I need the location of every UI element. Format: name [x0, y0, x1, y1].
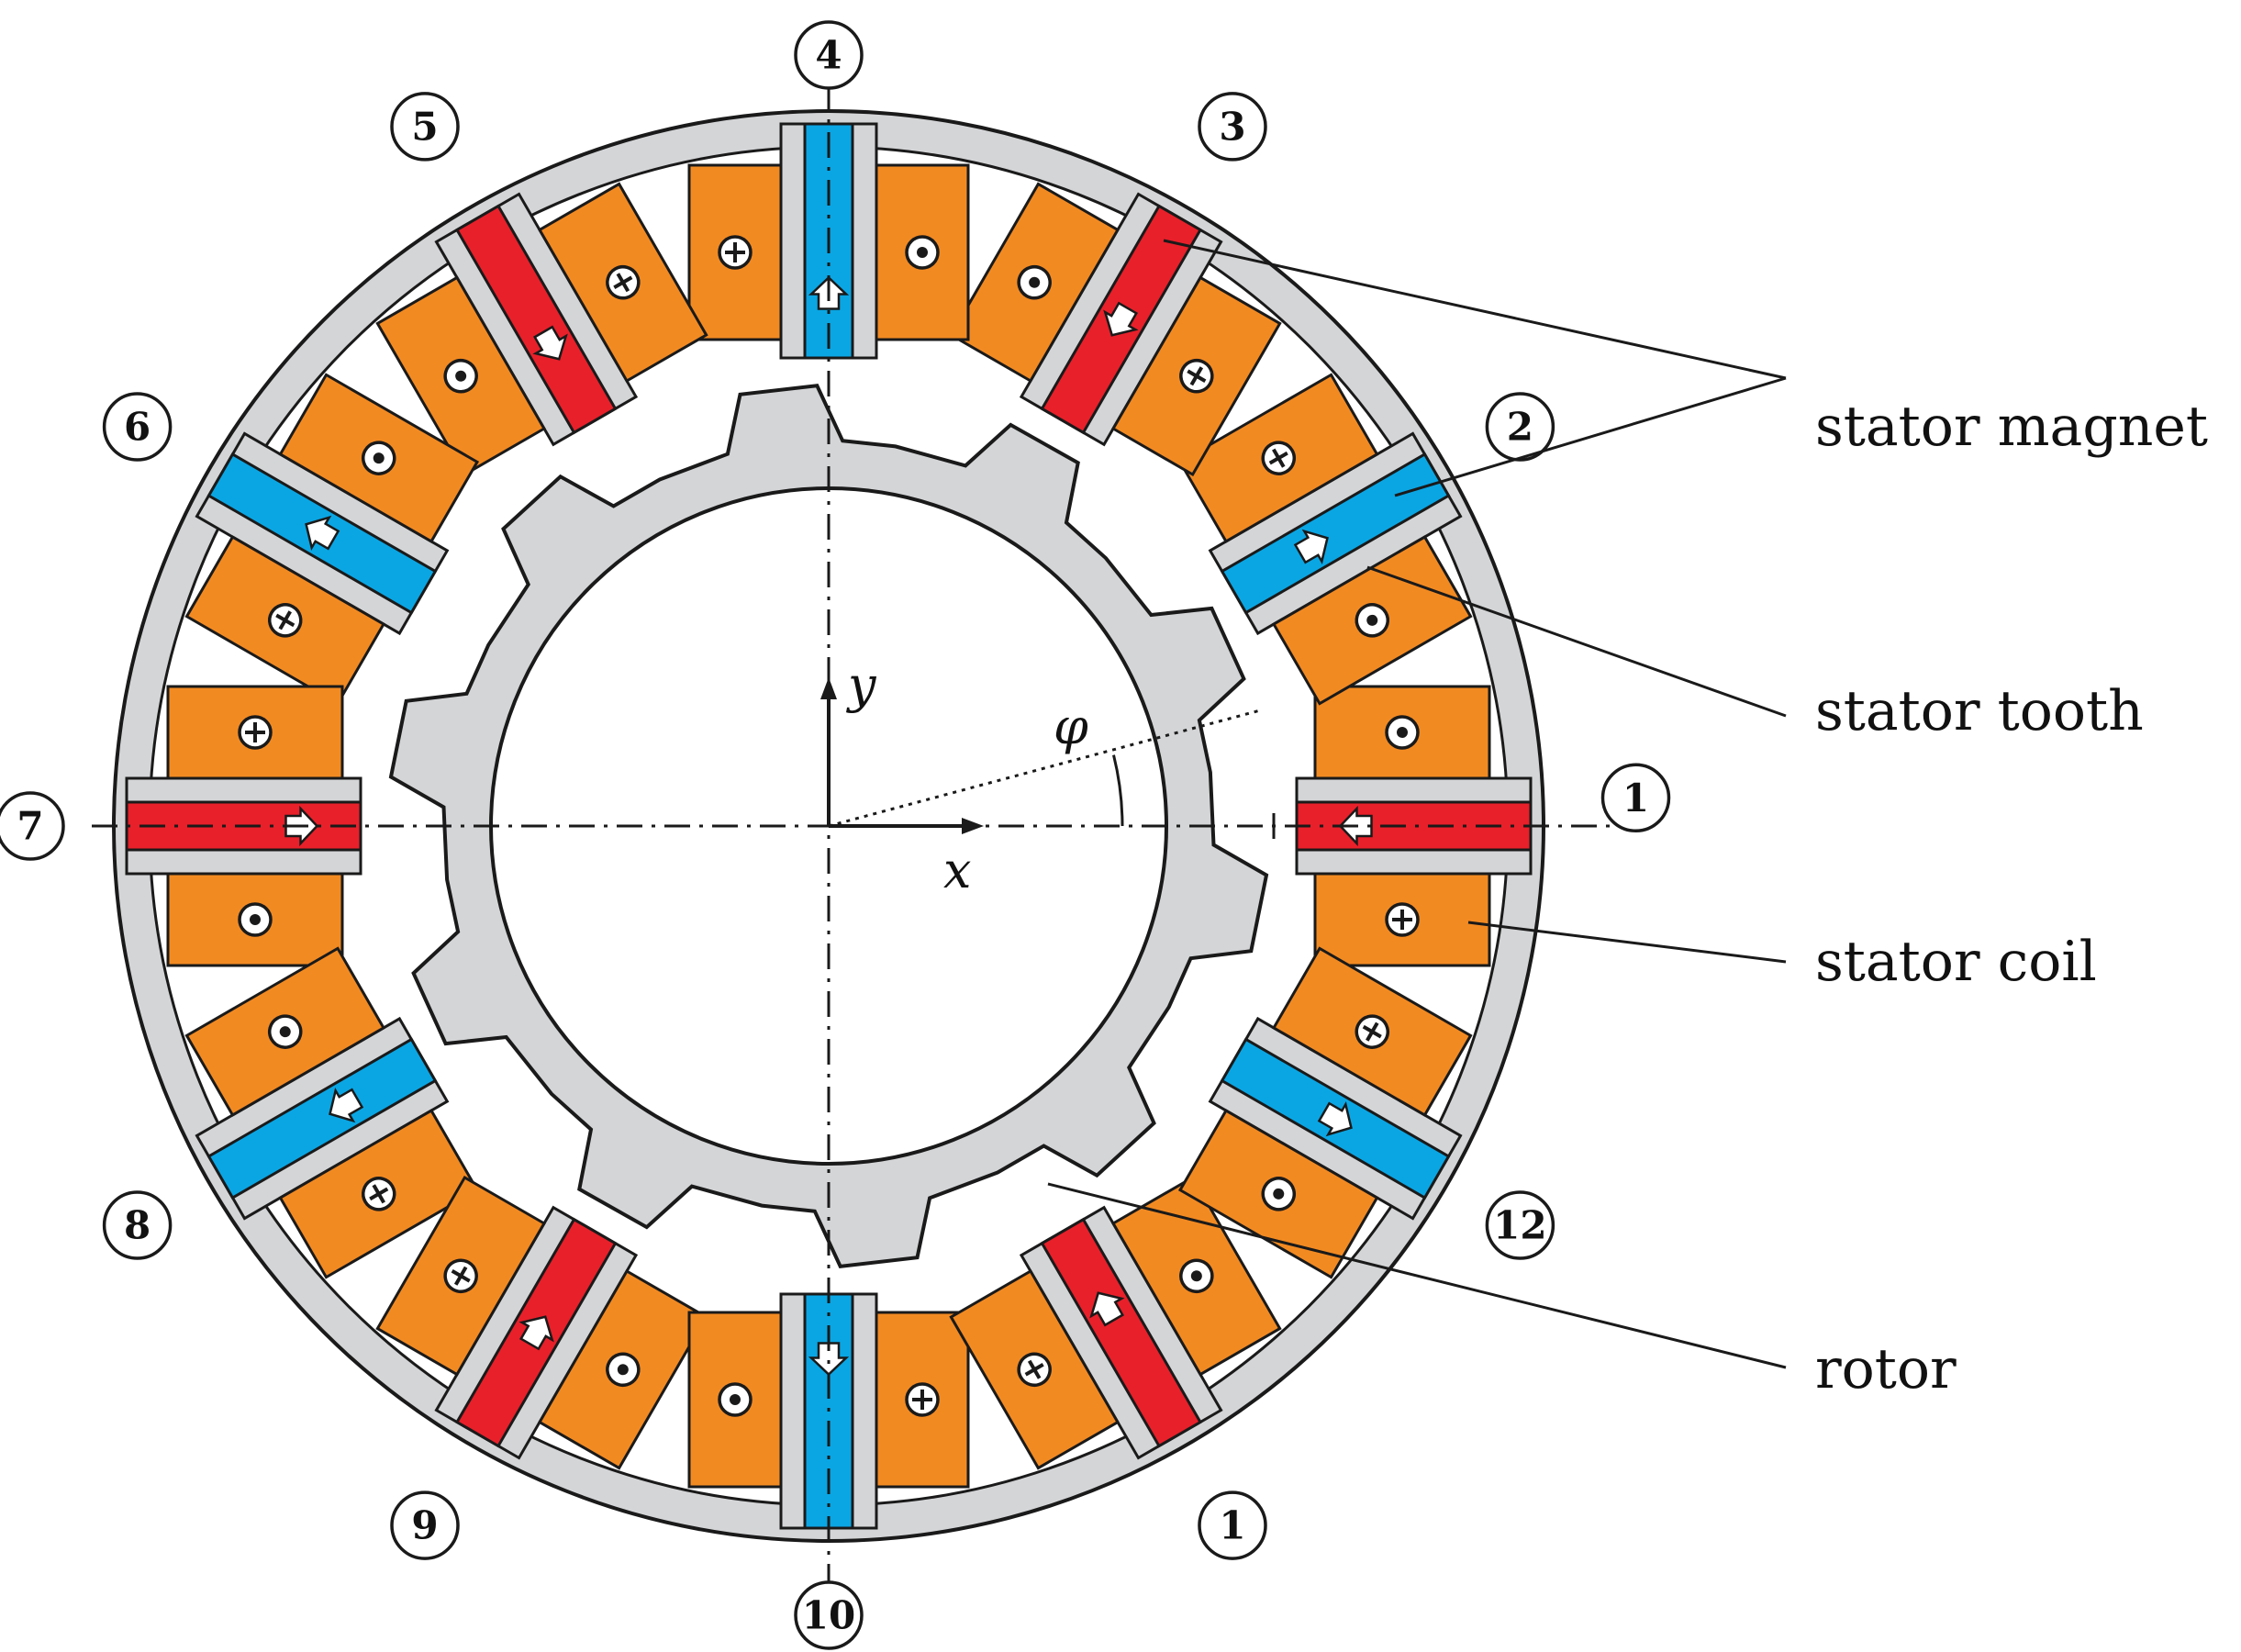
leader-stator-coil — [1467, 921, 1787, 964]
position-number-text: 4 — [815, 33, 842, 78]
angle-arc — [1112, 754, 1124, 827]
rotor-angle-line — [828, 708, 1264, 828]
dot-symbol — [443, 358, 478, 394]
magnetization-arrow — [518, 1315, 554, 1351]
stator-module — [375, 182, 708, 477]
dot-symbol — [1355, 603, 1390, 638]
label-rotor: rotor — [1815, 1337, 1957, 1401]
stator-module — [949, 182, 1282, 477]
position-number-text: 9 — [411, 1503, 438, 1548]
magnetization-arrow — [532, 325, 568, 361]
label-stator-tooth: stator tooth — [1815, 679, 2144, 743]
magnetization-arrow — [1293, 529, 1329, 565]
y-arrowhead — [820, 677, 837, 699]
position-number: 1 — [1198, 1490, 1267, 1560]
cross-symbol — [361, 1177, 396, 1211]
magnetization-arrow — [305, 515, 340, 552]
x-axis-label: x — [943, 842, 971, 899]
position-number-text: 10 — [802, 1593, 855, 1638]
position-number: 9 — [390, 1490, 460, 1560]
stator-magnet — [206, 1037, 438, 1200]
dot-symbol — [905, 235, 940, 270]
leader-stator-magnet-b — [1394, 376, 1787, 497]
stator-module — [125, 685, 362, 967]
position-number-text: 8 — [124, 1203, 151, 1248]
position-number: 7 — [0, 791, 65, 861]
label-stator-magnet: stator magnet — [1815, 395, 2208, 459]
position-number: 1 — [1600, 763, 1671, 833]
magnetization-arrow — [1317, 1100, 1353, 1137]
label-stator-coil: stator coil — [1815, 930, 2097, 994]
position-number: 8 — [102, 1190, 173, 1260]
stator-magnet — [1220, 452, 1451, 615]
position-number-text: 1 — [1219, 1503, 1245, 1548]
stator-module — [375, 1175, 708, 1470]
position-number: 10 — [794, 1580, 864, 1650]
magnetization-arrow — [1103, 301, 1139, 337]
dot-symbol — [1261, 1177, 1297, 1211]
position-number-text: 7 — [17, 804, 43, 849]
stator-magnet — [1040, 1217, 1203, 1448]
position-number: 6 — [102, 392, 173, 462]
position-number-text: 3 — [1219, 104, 1245, 149]
position-number-text: 12 — [1493, 1203, 1546, 1248]
stator-module — [1177, 946, 1473, 1279]
position-number-text: 2 — [1507, 405, 1533, 450]
position-number: 5 — [390, 92, 460, 162]
leader-stator-magnet-a — [1163, 239, 1787, 380]
stator-module — [949, 1175, 1282, 1470]
dot-symbol — [718, 1382, 753, 1417]
position-number-text: 6 — [124, 405, 151, 450]
cross-symbol — [606, 264, 641, 300]
position-number-text: 5 — [411, 104, 438, 149]
cross-symbol — [1355, 1014, 1390, 1049]
stator-module — [184, 373, 480, 706]
cross-symbol — [238, 715, 273, 750]
x-arrowhead — [962, 818, 984, 834]
dot-symbol — [238, 902, 273, 937]
axes — [92, 37, 1643, 1615]
cross-symbol — [1385, 902, 1420, 937]
leader-stator-tooth — [1366, 565, 1787, 718]
magnetization-arrow — [329, 1087, 364, 1123]
cross-symbol — [905, 1382, 940, 1417]
cross-symbol — [443, 1258, 478, 1294]
dot-symbol — [361, 441, 396, 475]
cross-symbol — [1179, 358, 1214, 394]
dot-symbol — [267, 1014, 303, 1049]
leader-lines — [1047, 239, 1787, 1369]
position-number-text: 1 — [1622, 776, 1649, 820]
magnetization-arrow — [808, 1342, 850, 1377]
position-number: 12 — [1485, 1190, 1555, 1260]
leader-rotor — [1047, 1182, 1787, 1369]
position-number: 3 — [1198, 92, 1267, 162]
dot-symbol — [1385, 715, 1420, 750]
dot-symbol — [606, 1352, 641, 1388]
stator-module — [184, 946, 480, 1279]
stator-magnet — [454, 204, 618, 435]
cross-symbol — [1017, 1352, 1052, 1388]
cross-symbol — [718, 235, 753, 270]
position-number: 2 — [1485, 392, 1555, 462]
stator-module — [1177, 373, 1473, 706]
dot-symbol — [1017, 264, 1052, 300]
angle-phi-label: φ — [1054, 698, 1088, 755]
cross-symbol — [267, 603, 303, 638]
position-number: 4 — [794, 20, 864, 90]
y-axis-label: y — [846, 656, 877, 714]
magnetization-arrow — [1089, 1291, 1125, 1327]
cross-symbol — [1261, 441, 1297, 475]
dot-symbol — [1179, 1258, 1214, 1294]
